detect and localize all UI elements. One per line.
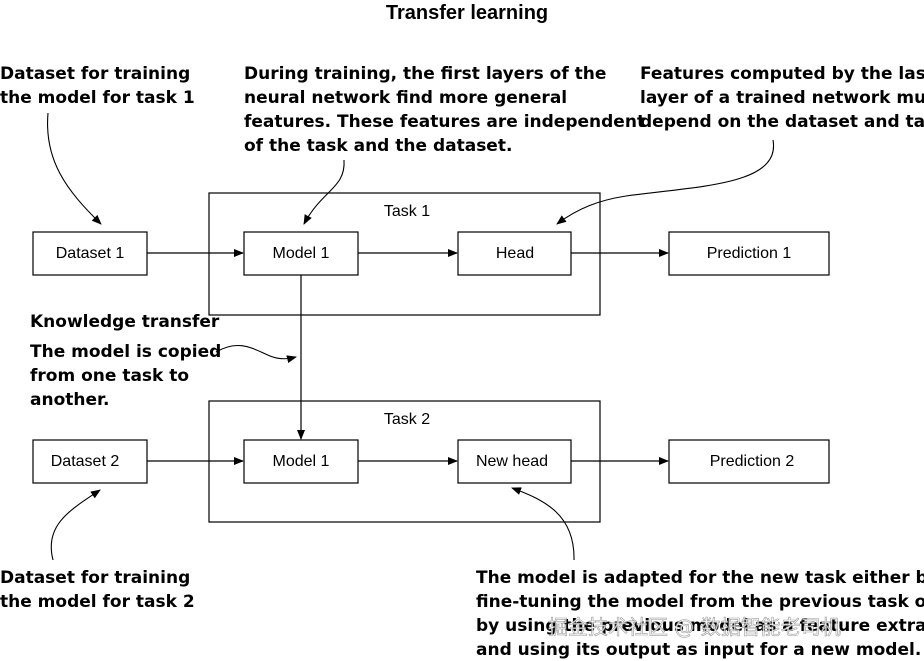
pointer-knowledge-transfer	[215, 344, 297, 364]
task2-label: Task 2	[384, 411, 430, 428]
prediction1-node	[668, 231, 830, 276]
annotation-knowledge-title: Knowledge transfer	[30, 312, 220, 332]
model1-bottom-node	[243, 439, 359, 484]
pointer-last-layer	[556, 139, 774, 225]
annotation-first-layers: During training, the first layers of the…	[244, 64, 651, 156]
head-node	[457, 231, 572, 276]
dataset1-node	[32, 231, 148, 276]
pointer-dataset-task2	[50, 489, 101, 561]
new-head-node	[457, 439, 572, 484]
annotation-dataset-task1: Dataset for training the model for task …	[0, 64, 196, 108]
pointer-new-head	[511, 487, 575, 561]
annotation-dataset-task2: Dataset for training the model for task …	[0, 568, 196, 612]
dataset1-label: Dataset 1	[56, 245, 125, 262]
prediction1-label: Prediction 1	[707, 245, 792, 262]
annotation-last-layer: Features computed by the last layer of a…	[640, 64, 924, 132]
watermark-text: 掘金技术社区 @ 数据智能老司机	[548, 615, 841, 639]
prediction2-node	[668, 439, 830, 484]
dataset2-node	[32, 439, 148, 484]
model1-top-label: Model 1	[273, 245, 330, 262]
diagram-title: Transfer learning	[386, 2, 548, 24]
task1-label: Task 1	[384, 203, 430, 220]
new-head-label: New head	[476, 453, 548, 470]
pointer-first-layers	[303, 159, 345, 225]
annotation-knowledge-body: The model is copied from one task to ano…	[30, 342, 227, 410]
pointer-dataset-task1	[46, 112, 102, 225]
prediction2-label: Prediction 2	[710, 453, 795, 470]
model1-bottom-label: Model 1	[273, 453, 330, 470]
annotation-new-head: The model is adapted for the new task ei…	[476, 568, 924, 660]
dataset2-label: Dataset 2	[51, 453, 120, 470]
head-label: Head	[496, 245, 534, 262]
